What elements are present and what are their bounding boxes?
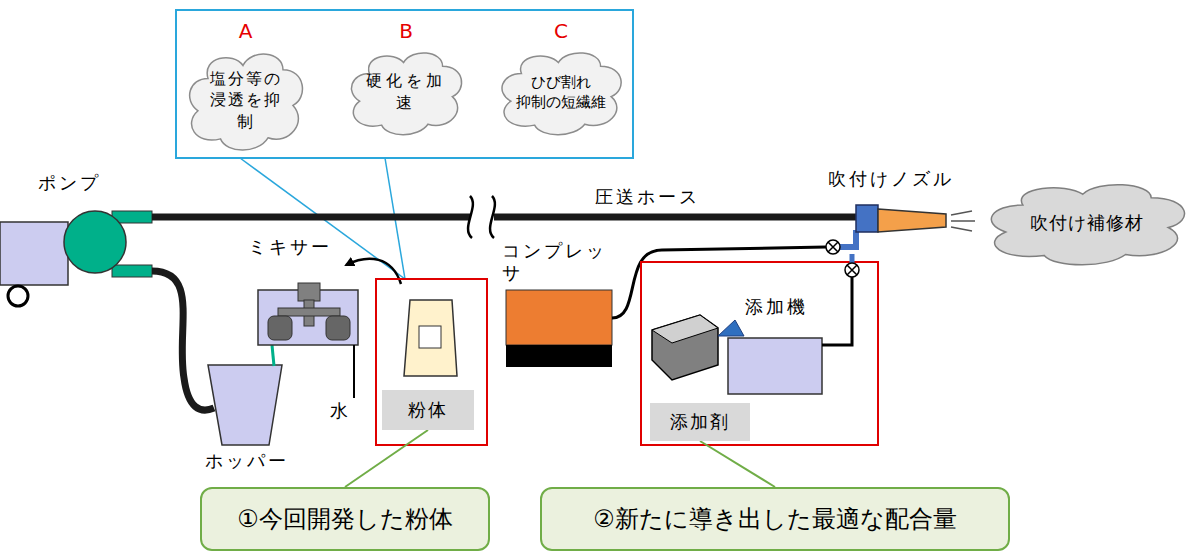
valve-body [826,240,840,254]
node-text: 塩分等の浸透を抑制 [205,68,286,133]
mixer-paddle [326,316,350,340]
spray-line [951,227,972,231]
node-text: ②新たに導き出した最適な配合量 [593,503,957,535]
valve [845,263,859,277]
valve-body [845,263,859,277]
additive-spout [718,320,744,336]
valve-cross [828,242,838,252]
mixer-paddle [268,316,292,340]
compressor-body [506,290,612,345]
feature-cloud: B硬化を加速 [345,46,467,138]
break-mark [468,196,473,238]
text-area: ①今回開発した粉体 [214,495,476,543]
air-line [612,247,826,318]
node-text: 添加剤 [670,410,730,434]
material-cloud: 吹付け補修材 [980,178,1194,268]
part-label: コンプレッサ [502,240,614,284]
part-label: ミキサー [248,236,332,258]
callout-letter: B [345,19,467,43]
hopper [208,365,282,445]
mixer-motor [298,283,320,301]
gray-label-box: 添加剤 [650,403,750,441]
spray-line [951,220,975,222]
dosing-machine [728,338,822,394]
delivery-hose [152,214,470,221]
pipe [850,254,855,263]
part-label: ポンプ [38,172,101,194]
spray-nozzle [878,209,946,232]
node-text: ひび割れ 抑制の短繊維 [511,72,611,113]
callout-frame [176,10,633,158]
callout-letter: C [495,19,627,43]
text-area: 添加剤 [656,407,744,437]
part-label: 水 [330,400,351,422]
additive-tank-top [652,315,718,343]
powder-bag [404,300,457,376]
highlight-frame [376,279,487,445]
part-label: 吹付けノズル [828,168,954,190]
pump-inlet [112,265,152,277]
mixer-outlet-pipe [272,345,274,366]
connector-line [345,430,428,487]
text-area: 硬化を加速 [365,64,447,120]
cloud-shape [351,53,461,135]
bag-label [419,326,441,348]
pump-wheel [8,286,28,306]
cloud-outline [345,46,467,138]
elbow-pipe [840,230,856,247]
additive-tank [652,315,718,380]
node-text: 粉体 [408,398,448,422]
part-label: 添加機 [745,296,808,318]
cloud-shape [502,53,621,135]
valve-cross [847,265,857,275]
additive-line [822,277,852,345]
text-area: 粉体 [388,394,468,426]
part-label: ホッパー [205,450,289,472]
text-area: 塩分等の浸透を抑制 [205,64,286,136]
feed-arrow [346,259,401,284]
node-text: 吹付け補修材 [1030,211,1144,235]
nozzle-fitting [856,205,878,232]
callout-letter: A [183,19,308,43]
feature-cloud: A塩分等の浸透を抑制 [183,46,308,154]
result-box: ①今回開発した粉体 [200,487,490,551]
delivery-hose [494,214,857,221]
highlight-frame [641,262,878,445]
node-text: 硬化を加速 [365,70,447,113]
break-mark [490,196,495,238]
gray-label-box: 粉体 [382,390,474,430]
pump-motor [64,211,126,273]
water-line [353,345,355,398]
part-label: 圧送ホース [595,186,700,208]
result-box: ②新たに導き出した最適な配合量 [540,487,1010,551]
feature-cloud: Cひび割れ 抑制の短繊維 [495,46,627,138]
connector-line [700,441,775,487]
text-area: ②新たに導き出した最適な配合量 [554,495,996,543]
mixer-arm [278,308,340,316]
compressor-base [506,345,612,367]
suction-hose [152,271,214,410]
spray-line [951,211,972,215]
text-area: ひび割れ 抑制の短繊維 [511,64,611,120]
cloud-shape [190,54,303,150]
pump-body [0,222,68,285]
node-text: ①今回開発した粉体 [237,503,453,535]
cloud-shape [991,185,1184,265]
valve [826,240,840,254]
text-area: 吹付け補修材 [1014,196,1160,250]
cloud-outline [495,46,627,138]
